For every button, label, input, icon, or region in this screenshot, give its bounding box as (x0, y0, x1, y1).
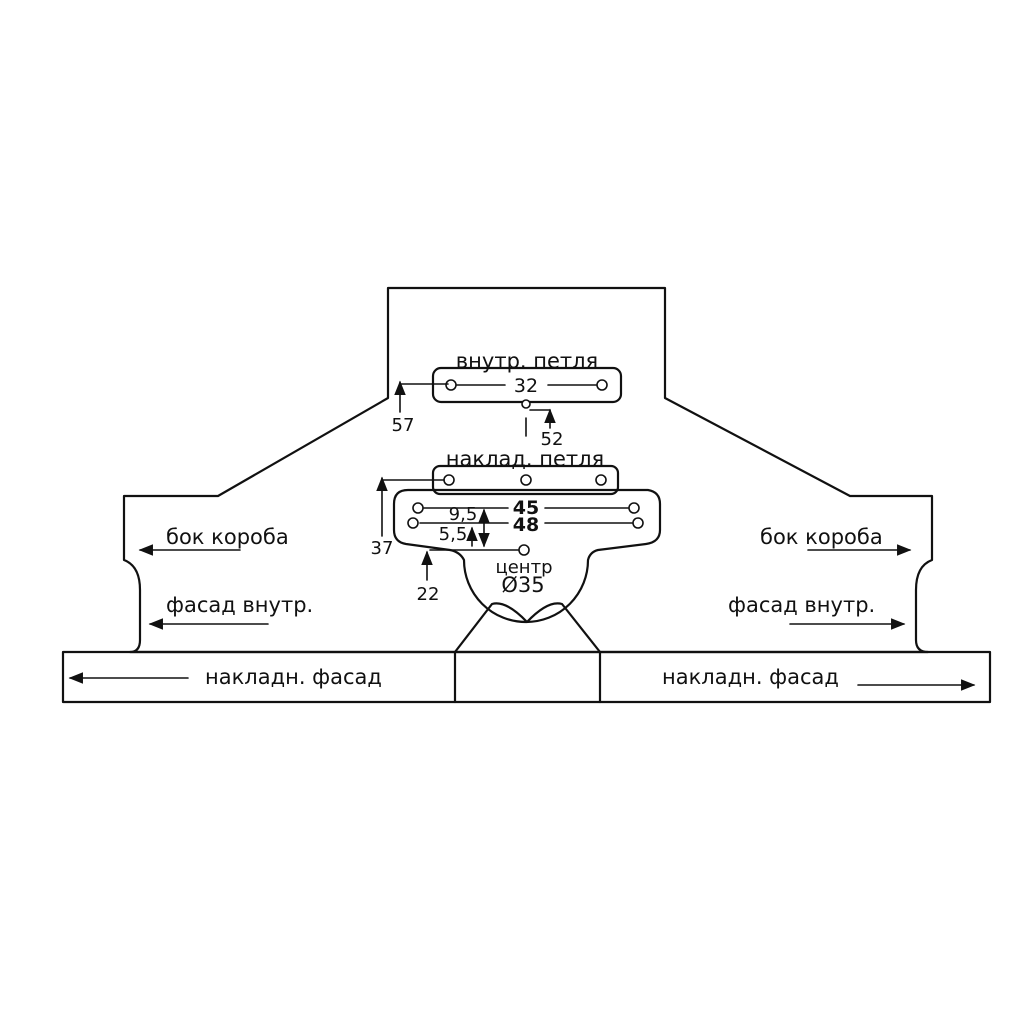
box-side-left-label: бок короба (166, 525, 289, 549)
overlay-facade-right-label: накладн. фасад (662, 665, 839, 689)
overlay-hinge-hole-mid (520, 474, 532, 486)
dim-52-label: 52 (541, 429, 564, 450)
overlay-hinge-hole-left (443, 474, 455, 486)
plate-hole-upper-left (412, 502, 424, 514)
box-side-right-label: бок короба (760, 525, 883, 549)
overlay-facade-left-label: накладн. фасад (205, 665, 382, 689)
center-notch (453, 602, 602, 654)
dim-22-label: 22 (417, 584, 440, 605)
inner-facade-left-label: фасад внутр. (166, 593, 313, 617)
dim-45-label: 45 (513, 497, 539, 519)
dim-37-label: 37 (371, 538, 394, 559)
cup-plate (392, 488, 662, 624)
inner-hinge-center-mark (521, 399, 531, 409)
center-label: центр (495, 557, 552, 578)
inner-hinge-hole-right (596, 379, 608, 391)
inner-facade-right-label: фасад внутр. (728, 593, 875, 617)
diameter-label: Ø35 (501, 573, 544, 597)
inner-hinge-hole-left (445, 379, 457, 391)
dim-32-label: 32 (514, 375, 538, 397)
plate-hole-upper-right (628, 502, 640, 514)
dim-9-5-label: 9,5 (449, 504, 478, 525)
overlay-facade-bar (61, 650, 992, 704)
overlay-hinge-label: наклад. петля (446, 447, 604, 471)
dim-5-5-label: 5,5 (439, 524, 468, 545)
plate-hole-lower-right (632, 517, 644, 529)
inner-hinge-label: внутр. петля (456, 349, 598, 373)
plate-hole-lower-left (407, 517, 419, 529)
dim-48-label: 48 (513, 514, 539, 536)
cup-center-hole (518, 544, 530, 556)
overlay-hinge-hole-right (595, 474, 607, 486)
dim-57-label: 57 (392, 415, 415, 436)
